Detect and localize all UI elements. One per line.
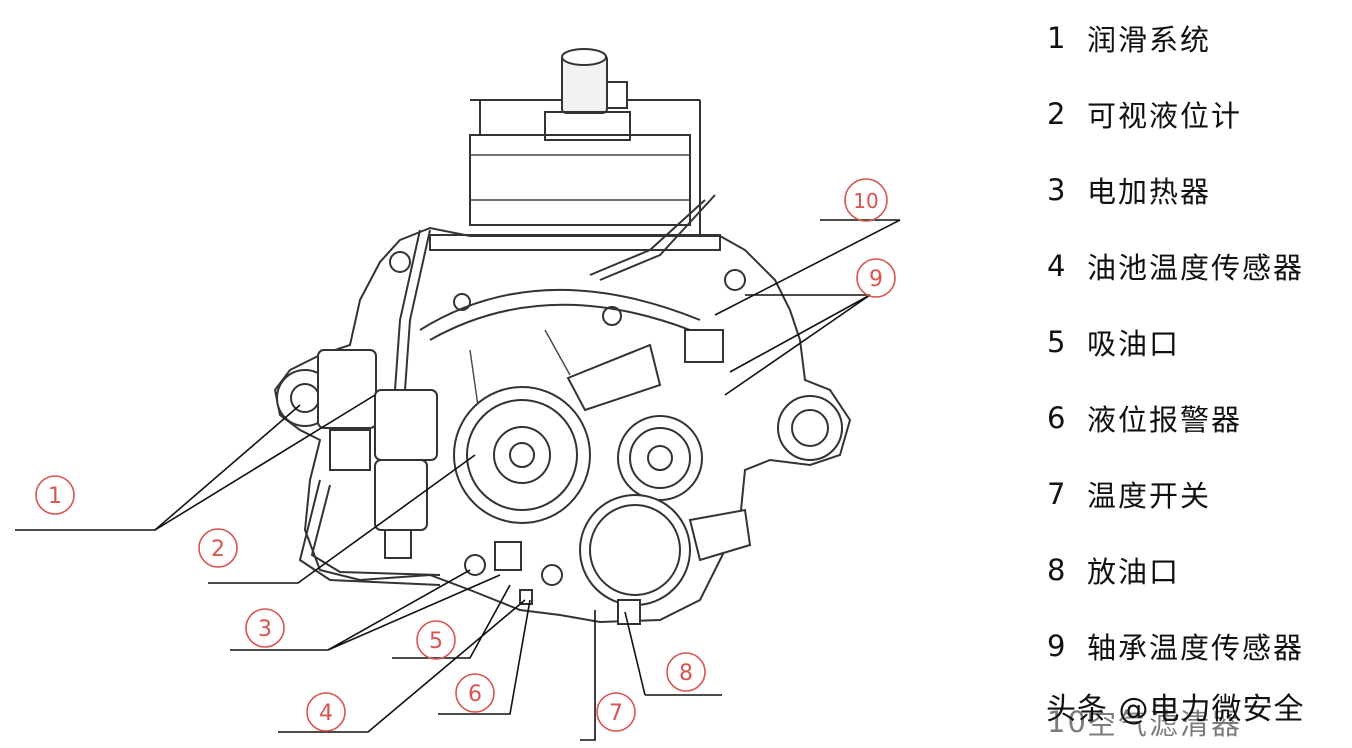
svg-text:8: 8 xyxy=(679,661,693,686)
lubrication-unit xyxy=(317,349,438,559)
callout-4: 4 xyxy=(306,692,346,732)
legend-item-5: 5 吸油口 xyxy=(1047,322,1180,362)
watermark: 头条 @电力微安全 xyxy=(1046,692,1305,727)
legend-number: 9 xyxy=(1047,629,1068,663)
leader-lines xyxy=(15,219,901,741)
legend-item-7: 7 温度开关 xyxy=(1047,474,1211,514)
legend-number: 8 xyxy=(1047,553,1068,587)
svg-text:1: 1 xyxy=(48,484,62,509)
legend-item-8: 8 放油口 xyxy=(1047,550,1180,590)
callout-10: 10 xyxy=(844,178,888,222)
svg-text:9: 9 xyxy=(869,267,883,292)
oil-tank xyxy=(429,48,721,251)
legend-label: 放油口 xyxy=(1087,555,1181,589)
callout-1: 1 xyxy=(35,475,75,515)
legend-label: 液位报警器 xyxy=(1087,403,1243,437)
legend-number: 5 xyxy=(1047,325,1068,359)
callout-5: 5 xyxy=(416,620,456,660)
svg-text:4: 4 xyxy=(319,701,333,726)
legend-number: 7 xyxy=(1047,477,1068,511)
sensor-blocks xyxy=(464,329,752,625)
svg-text:6: 6 xyxy=(468,682,482,707)
callout-3: 3 xyxy=(245,608,285,648)
callout-8: 8 xyxy=(666,652,706,692)
legend-label: 电加热器 xyxy=(1087,175,1212,209)
legend-item-6: 6 液位报警器 xyxy=(1047,398,1242,438)
legend-item-10: 10 空气滤清器 xyxy=(1047,702,1242,742)
legend-label: 空气滤清器 xyxy=(1087,707,1243,741)
legend-number: 6 xyxy=(1047,401,1068,435)
svg-text:7: 7 xyxy=(609,701,623,726)
legend-number: 3 xyxy=(1047,173,1068,207)
svg-text:3: 3 xyxy=(258,617,272,642)
legend-item-1: 1 润滑系统 xyxy=(1047,18,1211,58)
legend-number: 4 xyxy=(1047,249,1068,283)
small-gear xyxy=(617,415,703,501)
legend-item-9: 9 轴承温度传感器 xyxy=(1047,626,1304,666)
legend-number: 1 xyxy=(1047,21,1068,55)
legend-number: 2 xyxy=(1047,97,1068,131)
legend-label: 吸油口 xyxy=(1087,327,1181,361)
legend-number: 10 xyxy=(1047,705,1088,739)
callout-7: 7 xyxy=(596,692,636,732)
svg-text:10: 10 xyxy=(853,189,878,213)
legend-item-3: 3 电加热器 xyxy=(1047,170,1211,210)
legend-label: 可视液位计 xyxy=(1087,99,1243,133)
callout-2: 2 xyxy=(198,528,238,568)
legend-label: 轴承温度传感器 xyxy=(1087,631,1305,665)
legend-item-4: 4 油池温度传感器 xyxy=(1047,246,1304,286)
legend-item-2: 2 可视液位计 xyxy=(1047,94,1242,134)
lower-pump xyxy=(579,494,691,606)
callout-6: 6 xyxy=(455,673,495,713)
legend-label: 润滑系统 xyxy=(1087,23,1212,57)
large-gear xyxy=(453,386,591,524)
legend-label: 油池温度传感器 xyxy=(1087,251,1305,285)
callout-9: 9 xyxy=(856,258,896,298)
legend-label: 温度开关 xyxy=(1087,479,1212,513)
svg-text:2: 2 xyxy=(211,537,225,562)
svg-text:5: 5 xyxy=(429,629,443,654)
